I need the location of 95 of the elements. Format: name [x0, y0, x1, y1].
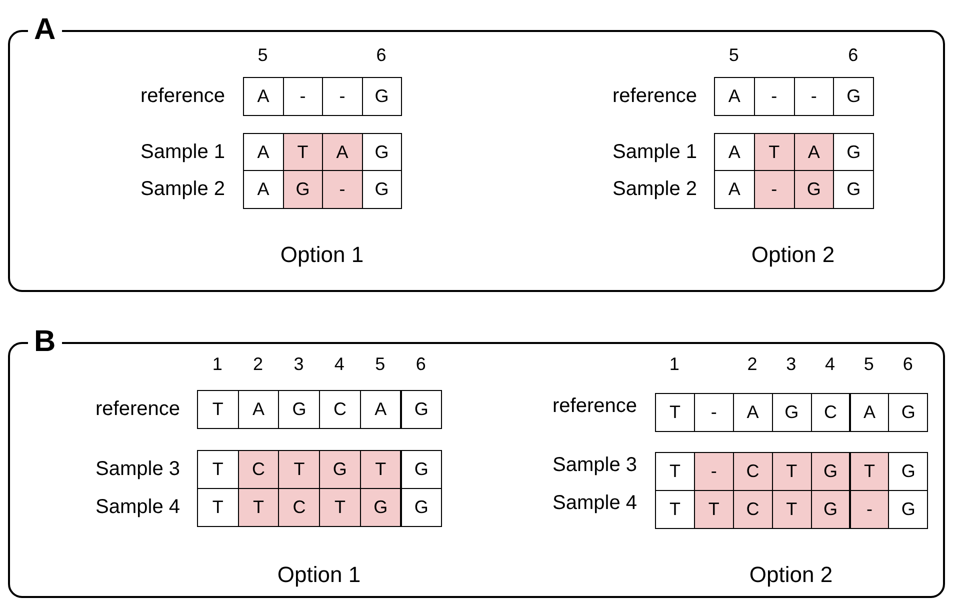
sequence-cell: T — [282, 133, 323, 172]
row-label: reference — [612, 86, 697, 106]
row-label: Sample 2 — [140, 179, 225, 199]
sequence-cell: A — [714, 133, 755, 172]
sequence-cell: G — [278, 390, 320, 429]
sequence-cell: G — [888, 393, 928, 432]
sequence-cell: T — [772, 452, 812, 491]
sequence-cell: G — [888, 490, 928, 529]
sequence-cell: G — [810, 452, 850, 491]
sequence-cell: - — [850, 490, 890, 529]
row-label: Sample 4 — [96, 497, 180, 517]
sequence-cell: T — [754, 133, 794, 172]
sequence-cell: G — [362, 170, 402, 209]
position-number: 5 — [375, 355, 386, 373]
sequence-cell: G — [888, 452, 928, 491]
sequence-cell: C — [810, 393, 850, 432]
sequence-cell: G — [772, 393, 812, 432]
position-number: 6 — [902, 355, 913, 373]
sequence-cell: T — [694, 490, 734, 529]
sequence-cell: T — [850, 452, 890, 491]
sequence-cell: G — [362, 77, 402, 116]
position-number: 3 — [786, 355, 796, 373]
position-number: 4 — [825, 355, 836, 373]
sequence-cell: T — [278, 450, 320, 489]
row-label: reference — [140, 86, 225, 106]
sequence-cell: A — [714, 170, 755, 209]
option-caption: Option 1 — [280, 244, 364, 266]
sequence-cell: T — [238, 488, 280, 527]
position-number: 3 — [294, 355, 304, 373]
position-number: 2 — [253, 355, 264, 373]
sequence-cell: A — [732, 393, 773, 432]
sequence-cell: A — [850, 393, 890, 432]
sequence-cell: T — [360, 450, 402, 489]
sequence-cell: G — [400, 390, 442, 429]
position-number: 5 — [864, 355, 874, 373]
option-caption: Option 1 — [277, 564, 361, 586]
sequence-cell: G — [282, 170, 323, 209]
sequence-cell: - — [754, 77, 794, 116]
sequence-cell: A — [714, 77, 755, 116]
sequence-cell: G — [833, 133, 874, 172]
sequence-cell: A — [243, 133, 284, 172]
row-label: reference — [552, 396, 637, 416]
row-label: Sample 1 — [612, 142, 697, 162]
sequence-cell: G — [833, 77, 874, 116]
sequence-cell: A — [322, 133, 362, 172]
sequence-cell: - — [322, 77, 362, 116]
sequence-cell: A — [794, 133, 834, 172]
sequence-cell: - — [694, 452, 734, 491]
sequence-cell: G — [400, 450, 442, 489]
row-label: Sample 3 — [552, 455, 637, 475]
sequence-cell: A — [243, 77, 284, 116]
sequence-cell: T — [319, 488, 361, 527]
sequence-cell: T — [197, 450, 239, 489]
sequence-cell: - — [794, 77, 834, 116]
position-number: 5 — [258, 46, 268, 64]
position-number: 2 — [747, 355, 758, 373]
sequence-cell: G — [794, 170, 834, 209]
sequence-cell: G — [833, 170, 874, 209]
sequence-cell: A — [238, 390, 280, 429]
sequence-cell: T — [197, 390, 239, 429]
position-number: 4 — [334, 355, 344, 373]
position-number: 1 — [669, 355, 680, 373]
sequence-cell: T — [655, 490, 695, 529]
sequence-cell: A — [243, 170, 284, 209]
sequence-cell: G — [400, 488, 442, 527]
sequence-cell: C — [278, 488, 320, 527]
position-number: 5 — [728, 46, 739, 64]
sequence-cell: T — [772, 490, 812, 529]
sequence-cell: C — [732, 452, 773, 491]
option-caption: Option 2 — [749, 564, 833, 586]
sequence-cell: T — [655, 393, 695, 432]
sequence-cell: G — [319, 450, 361, 489]
row-label: Sample 4 — [552, 493, 637, 513]
sequence-cell: - — [754, 170, 794, 209]
position-number: 6 — [376, 46, 386, 64]
option-caption: Option 2 — [751, 244, 835, 266]
sequence-cell: G — [810, 490, 850, 529]
sequence-cell: - — [322, 170, 362, 209]
row-label: Sample 3 — [96, 459, 180, 479]
position-number: 6 — [416, 355, 426, 373]
sequence-cell: - — [282, 77, 323, 116]
sequence-cell: T — [655, 452, 695, 491]
sequence-cell: G — [362, 133, 402, 172]
row-label: Sample 1 — [140, 142, 225, 162]
row-label: reference — [96, 399, 180, 419]
position-number: 6 — [848, 46, 858, 64]
position-number: 1 — [212, 355, 222, 373]
sequence-cell: T — [197, 488, 239, 527]
sequence-cell: C — [238, 450, 280, 489]
sequence-cell: C — [732, 490, 773, 529]
sequence-cell: A — [360, 390, 402, 429]
sequence-cell: - — [694, 393, 734, 432]
sequence-cell: C — [319, 390, 361, 429]
sequence-cell: G — [360, 488, 402, 527]
row-label: Sample 2 — [612, 179, 697, 199]
